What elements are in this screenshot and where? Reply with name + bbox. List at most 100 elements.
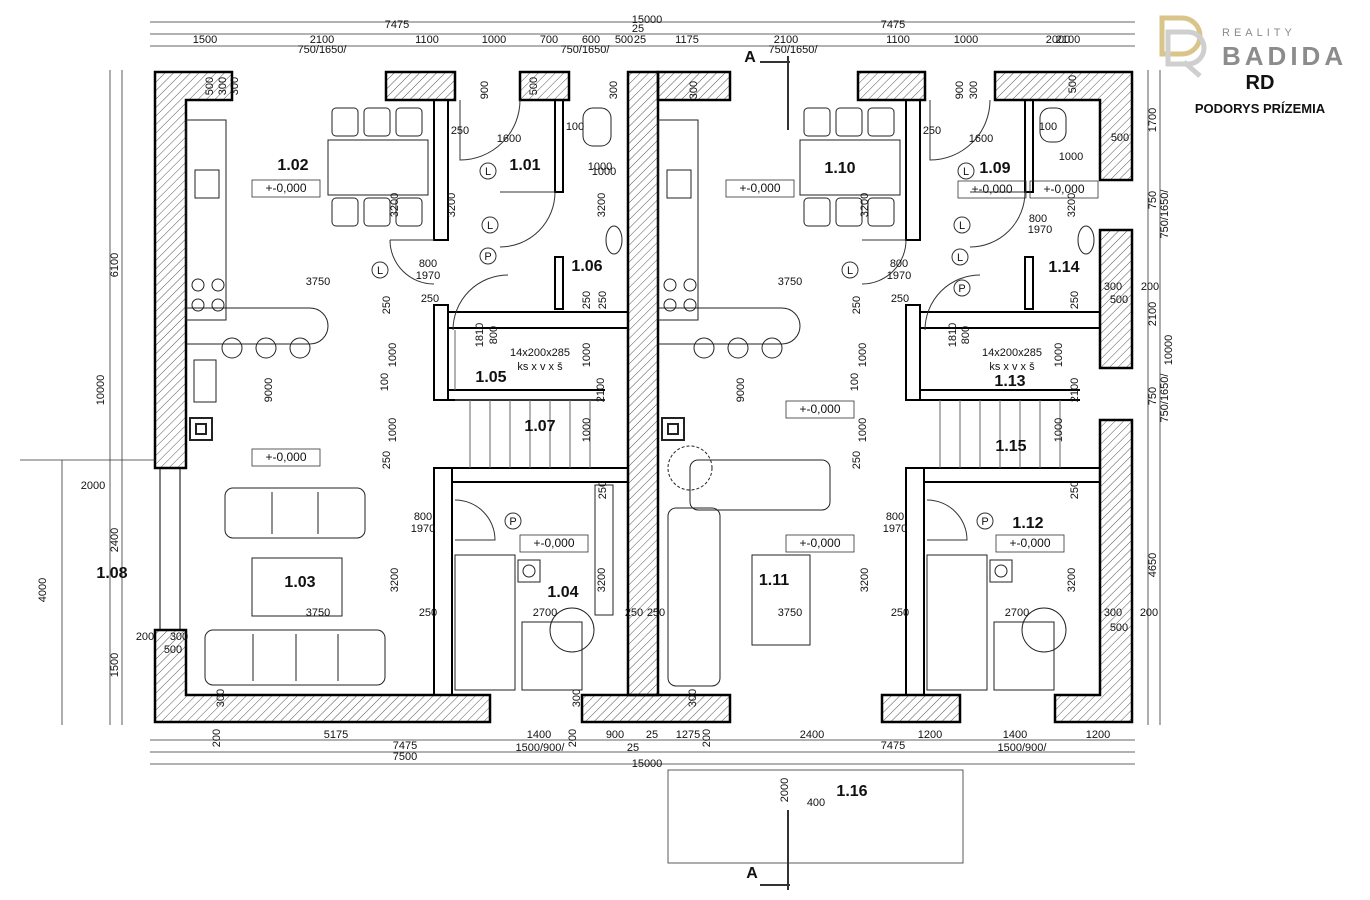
- dimension-label: 800: [886, 511, 904, 523]
- dimension-label: 2100: [774, 34, 798, 46]
- dimension-label: 750: [1147, 387, 1159, 405]
- room-label-1-10: 1.10: [824, 160, 855, 177]
- dimension-label: 250: [1069, 291, 1081, 309]
- room-label-1-08: 1.08: [96, 565, 127, 582]
- dimension-label: 200: [567, 729, 579, 747]
- level-label: +-0,000: [971, 182, 1012, 196]
- dimension-label: 500: [204, 77, 216, 95]
- fixture-symbol: [976, 512, 994, 530]
- fixture-symbol-label: L: [377, 265, 383, 277]
- dimension-label: 7475: [385, 19, 409, 31]
- dimension-label: 25: [632, 23, 644, 35]
- dimension-label: 1600: [969, 133, 993, 145]
- dimension-label: 1200: [1086, 729, 1110, 741]
- dimension-label: 1970: [1028, 224, 1052, 236]
- dimension-label: 500: [164, 644, 182, 656]
- coffee-table: [251, 557, 343, 617]
- dimension-label: 300: [968, 81, 980, 99]
- dimension-label: 900: [479, 81, 491, 99]
- dimension-label: 300: [1104, 607, 1122, 619]
- room-label-1-04: 1.04: [547, 584, 578, 601]
- dimension-label: 2100: [310, 34, 334, 46]
- dimension-label: 2100: [595, 378, 607, 402]
- fixture-symbol-label: P: [484, 251, 491, 263]
- dimension-label: 1175: [675, 34, 699, 46]
- dimension-label: 3200: [1066, 568, 1078, 592]
- dimension-label: 250: [421, 293, 439, 305]
- dimension-label: 200: [701, 729, 713, 747]
- dimension-label: 1000: [581, 343, 593, 367]
- dimension-label: 200: [1140, 607, 1158, 619]
- dimension-label: 1000: [1059, 151, 1083, 163]
- dimension-label: 250: [891, 607, 909, 619]
- level-box: [1029, 180, 1099, 199]
- logo-mark-icon: [1159, 15, 1207, 78]
- room-label-1-07: 1.07: [524, 418, 555, 435]
- dimension-label: 250: [923, 125, 941, 137]
- level-box: [251, 448, 321, 467]
- dimension-label: 100: [379, 373, 391, 391]
- room-label-1-05: 1.05: [475, 369, 506, 386]
- dimension-label: 400: [807, 797, 825, 809]
- room-label-1-03: 1.03: [284, 574, 315, 591]
- dimension-label: 7475: [881, 740, 905, 752]
- dimension-label: 2000: [1046, 34, 1070, 46]
- dimension-label: 200: [211, 729, 223, 747]
- dimension-label: 3200: [389, 193, 401, 217]
- dimension-label: 1000: [954, 34, 978, 46]
- dimension-label: 7500: [393, 751, 417, 763]
- fixture-symbol-label: P: [981, 516, 988, 528]
- dimension-label: 500: [1110, 294, 1128, 306]
- fixture-symbol: [951, 248, 969, 266]
- dimension-label: 9000: [735, 378, 747, 402]
- level-box: [957, 180, 1027, 199]
- dimension-label: 25: [627, 742, 639, 754]
- level-label: +-0,000: [799, 402, 840, 416]
- dimension-label: 250: [381, 451, 393, 469]
- brand-small-text: REALITY: [1222, 27, 1296, 39]
- drawing-subtitle: PODORYS PRÍZEMIA: [1194, 101, 1326, 116]
- fixture-symbol: [481, 216, 499, 234]
- room-label-1-15: 1.15: [995, 438, 1026, 455]
- dimension-label: 300: [608, 81, 620, 99]
- dimension-label: 2000: [779, 778, 791, 802]
- dimension-label: 300: [229, 77, 241, 95]
- plant-icon: [667, 445, 713, 491]
- fixture-symbol: [371, 261, 389, 279]
- dimension-label: 7475: [393, 740, 417, 752]
- level-box: [519, 534, 589, 553]
- dimension-label: 4000: [37, 578, 49, 602]
- dimension-label: 200: [1141, 281, 1159, 293]
- level-label: +-0,000: [1009, 536, 1050, 550]
- dimension-label: 300: [170, 631, 188, 643]
- dimension-label: 1000: [857, 418, 869, 442]
- stair-spec-label: 14x200x285: [510, 347, 570, 359]
- dimension-label: 1500: [109, 653, 121, 677]
- dimension-label: 2100: [1056, 34, 1080, 46]
- dimension-label: 700: [540, 34, 558, 46]
- fixture-symbol-label: L: [963, 166, 969, 178]
- dimension-label: 100: [849, 373, 861, 391]
- dimension-label: 300: [217, 77, 229, 95]
- dimension-label: 15000: [632, 758, 663, 770]
- dimension-label: 2400: [109, 528, 121, 552]
- stool-icon: [221, 337, 243, 359]
- sofa-icon: [204, 629, 386, 686]
- dimension-label: 1000: [482, 34, 506, 46]
- dimension-label: 800: [419, 258, 437, 270]
- dimension-label: 1000: [857, 343, 869, 367]
- dimension-label: 750: [1147, 191, 1159, 209]
- hob-icon: [191, 278, 205, 292]
- kitchen-counter: [185, 119, 227, 321]
- level-label: +-0,000: [265, 181, 306, 195]
- room-label-1-13: 1.13: [994, 373, 1025, 390]
- dimension-label: 25: [634, 34, 646, 46]
- dimension-label: 4650: [1147, 553, 1159, 577]
- dimension-label: 1500/900/: [516, 742, 566, 754]
- dimension-label: 1500/900/: [998, 742, 1048, 754]
- dimension-label: 1970: [416, 270, 440, 282]
- dimension-label: 3200: [446, 193, 458, 217]
- room-label-1-06: 1.06: [571, 258, 602, 275]
- fixture-symbol: [504, 512, 522, 530]
- fixture-symbol-label: P: [958, 283, 965, 295]
